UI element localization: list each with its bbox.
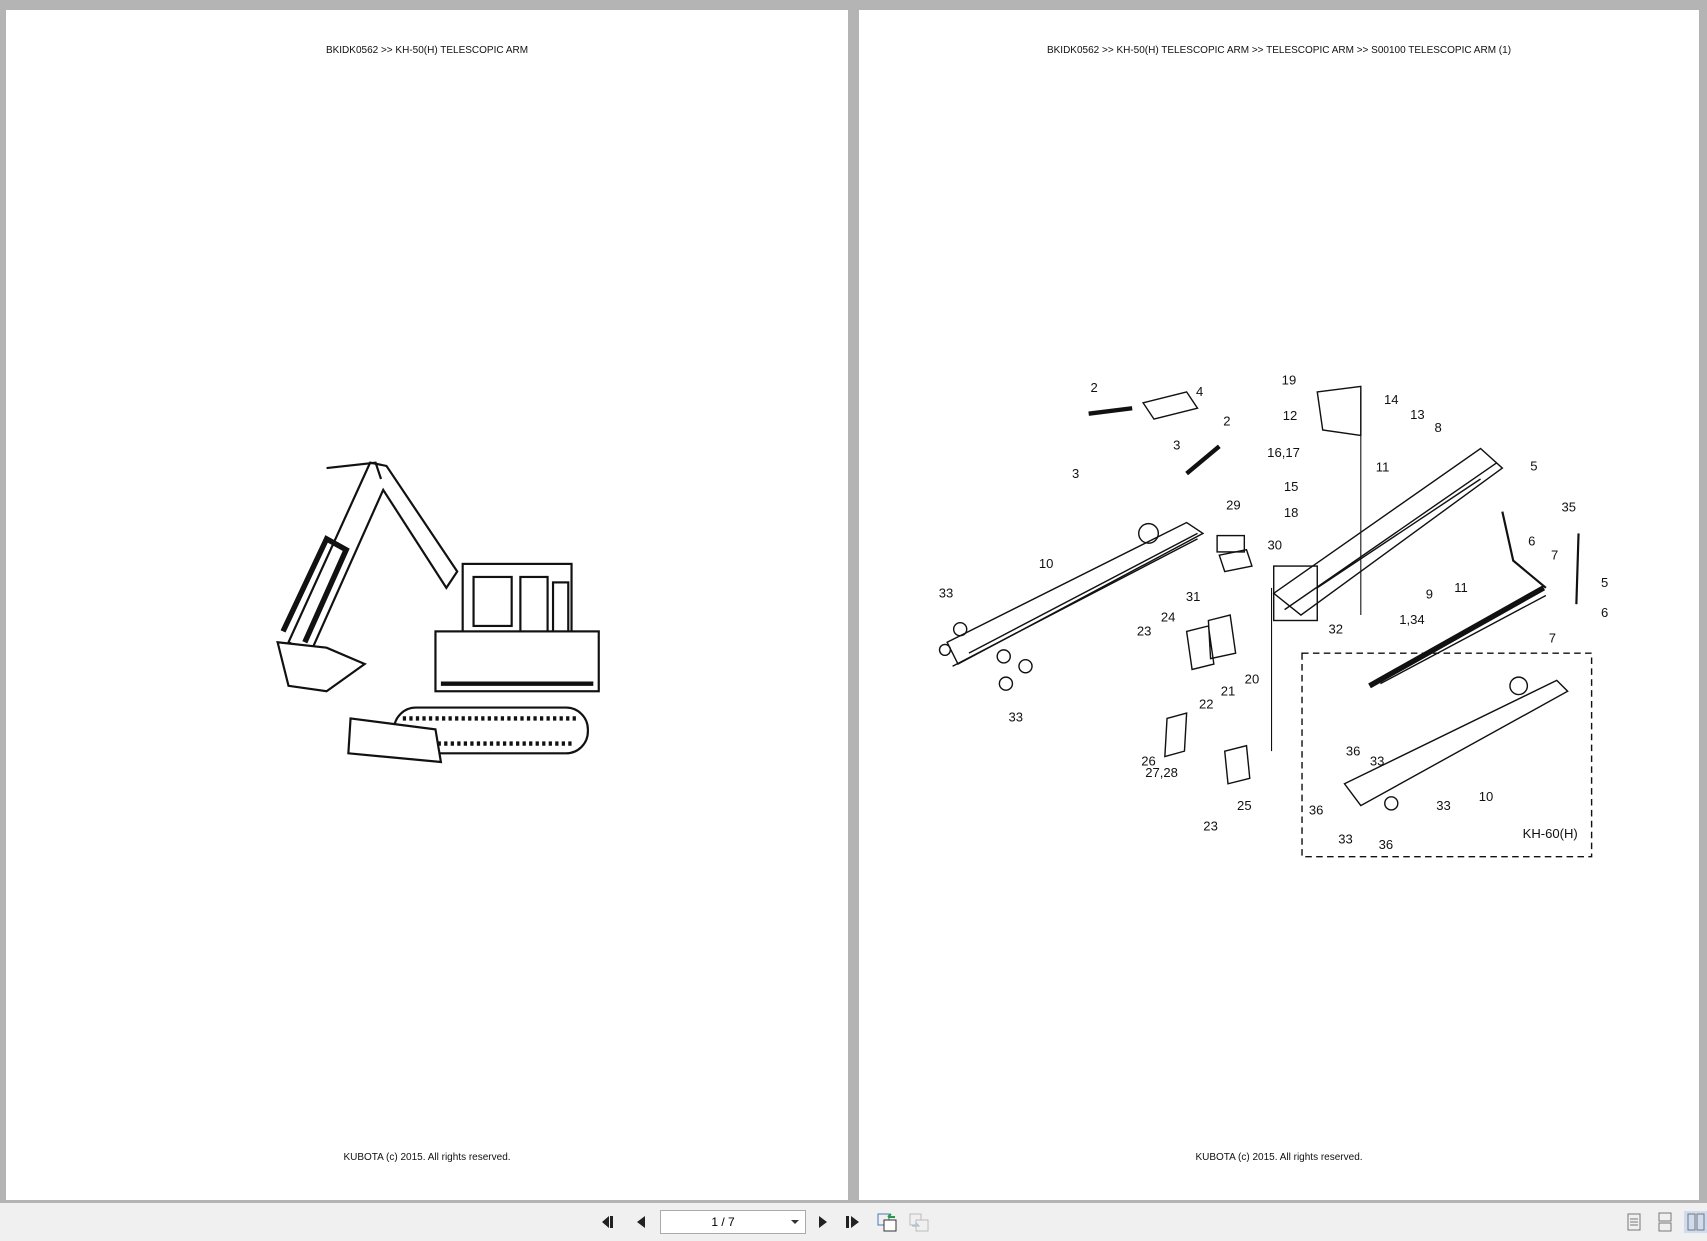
- next-view-icon: [909, 1213, 929, 1232]
- last-page-button[interactable]: [842, 1211, 864, 1233]
- next-page-button[interactable]: [812, 1211, 834, 1233]
- page-number-select[interactable]: 1 / 7: [660, 1210, 806, 1234]
- previous-page-button[interactable]: [630, 1211, 652, 1233]
- single-page-view-button[interactable]: [1623, 1211, 1645, 1233]
- page-header: BKIDK0562 >> KH-50(H) TELESCOPIC ARM: [325, 45, 529, 56]
- next-view-button[interactable]: [907, 1211, 931, 1233]
- chevron-down-icon: [791, 1220, 799, 1224]
- last-page-icon: [846, 1216, 859, 1228]
- right-page: BKIDK0562 >> KH-50(H) TELESCOPIC ARM >> …: [859, 10, 1699, 1200]
- page-header: BKIDK0562 >> KH-50(H) TELESCOPIC ARM >> …: [1046, 45, 1512, 56]
- previous-page-icon: [637, 1216, 645, 1228]
- two-page-view-button[interactable]: [1684, 1211, 1707, 1233]
- page-indicator: 1 / 7: [711, 1215, 735, 1229]
- previous-view-button[interactable]: [875, 1211, 899, 1233]
- first-page-icon: [602, 1216, 613, 1228]
- page-footer: KUBOTA (c) 2015. All rights reserved.: [1195, 1152, 1363, 1163]
- two-page-view-icon: [1687, 1213, 1704, 1231]
- continuous-view-button[interactable]: [1654, 1211, 1676, 1233]
- left-page: BKIDK0562 >> KH-50(H) TELESCOPIC ARM KUB…: [6, 10, 848, 1200]
- first-page-button[interactable]: [598, 1211, 620, 1233]
- continuous-view-icon: [1658, 1212, 1672, 1232]
- single-page-view-icon: [1627, 1213, 1641, 1231]
- next-page-icon: [819, 1216, 827, 1228]
- viewer-toolbar: 1 / 7: [0, 1203, 1707, 1241]
- previous-view-icon: [877, 1213, 897, 1232]
- page-footer: KUBOTA (c) 2015. All rights reserved.: [343, 1152, 511, 1163]
